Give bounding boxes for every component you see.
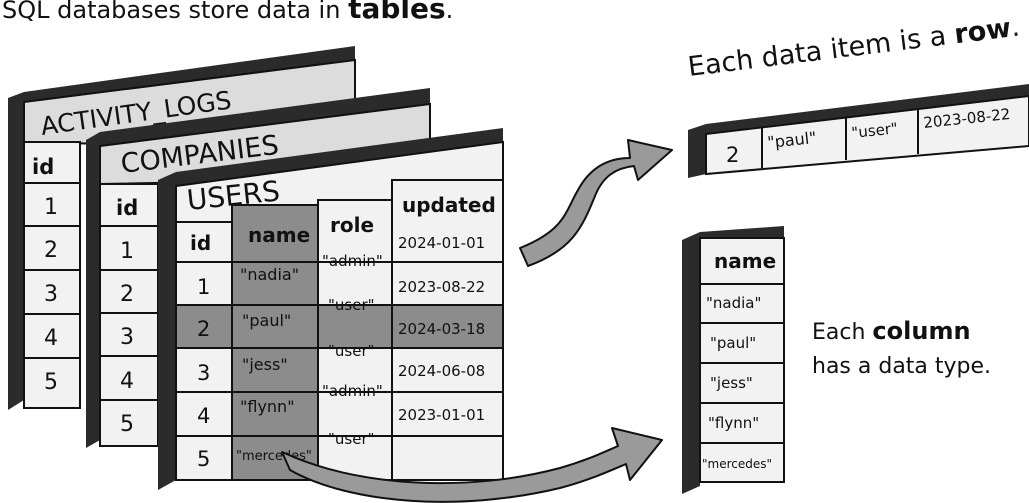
column-header-name: name — [714, 249, 776, 273]
column-callout-prefix: Each — [812, 320, 873, 345]
column-arrow — [281, 427, 663, 503]
users-row4-updated: 2024-06-08 — [398, 362, 485, 380]
companies-id-3: 3 — [120, 325, 134, 350]
column-callout-label: Each column has a data type. — [812, 314, 991, 384]
users-col-updated: updated — [402, 193, 496, 217]
activity-logs-id-1: 1 — [44, 195, 58, 220]
row-callout-strip: 2 "paul" "user" 2023-08-22 — [688, 84, 1029, 178]
column-cell-4: "flynn" — [708, 414, 759, 432]
companies-id-4: 4 — [120, 369, 134, 394]
column-cell-2: "paul" — [710, 334, 756, 352]
activity-logs-id-header: id — [32, 155, 54, 179]
activity-logs-id-5: 5 — [44, 370, 58, 395]
heading-suffix: . — [445, 0, 454, 24]
users-row3-updated: 2024-03-18 — [398, 320, 485, 338]
users-row2-role: "user" — [328, 296, 375, 314]
heading-emph: tables — [348, 0, 446, 25]
column-cell-1: "nadia" — [706, 294, 761, 312]
users-col-id: id — [190, 231, 211, 255]
column-cell-3: "jess" — [710, 374, 753, 392]
column-callout-line1: Each column — [812, 314, 991, 350]
users-row2-updated: 2023-08-22 — [398, 278, 485, 296]
users-row3-name: "jess" — [242, 355, 288, 374]
users-row5-id: 5 — [197, 447, 210, 471]
row-cell-id: 2 — [726, 143, 739, 167]
companies-id-1: 1 — [120, 239, 134, 264]
companies-id-2: 2 — [120, 282, 134, 307]
activity-logs-id-2: 2 — [44, 238, 58, 263]
column-callout-strip: name "nadia" "paul" "jess" "flynn" "merc… — [682, 226, 785, 494]
users-row4-name: "flynn" — [240, 397, 295, 416]
users-row5-updated: 2023-01-01 — [398, 406, 485, 424]
users-row3-id: 3 — [197, 361, 210, 385]
column-callout-line2: has a data type. — [812, 354, 992, 379]
heading: SQL databases store data in tables. — [2, 0, 453, 25]
users-row1-id: 1 — [197, 275, 210, 299]
users-row1-updated: 2024-01-01 — [398, 234, 485, 252]
users-row3-role: "user" — [328, 342, 375, 360]
users-col-name: name — [248, 223, 310, 247]
users-row5-role: "user" — [328, 430, 375, 448]
row-arrow — [519, 139, 673, 267]
column-callout-emph: column — [872, 317, 971, 345]
users-row4-id: 4 — [197, 404, 210, 428]
activity-logs-id-3: 3 — [44, 282, 58, 307]
users-table: USERS id name role updated 1 "nadia" "ad… — [158, 128, 504, 490]
users-row2-name: "paul" — [242, 311, 291, 330]
companies-id-header: id — [116, 196, 138, 220]
companies-id-5: 5 — [120, 412, 134, 437]
activity-logs-id-4: 4 — [44, 326, 58, 351]
users-row1-role: "admin" — [322, 252, 383, 270]
column-cell-5: "mercedes" — [702, 457, 772, 471]
users-col-role: role — [330, 213, 374, 237]
users-row1-name: "nadia" — [240, 265, 299, 284]
users-row2-id: 2 — [197, 317, 210, 341]
users-row4-role: "admin" — [322, 382, 383, 400]
row-cell-role: "user" — [851, 119, 899, 142]
heading-prefix: SQL databases store data in — [2, 0, 349, 24]
